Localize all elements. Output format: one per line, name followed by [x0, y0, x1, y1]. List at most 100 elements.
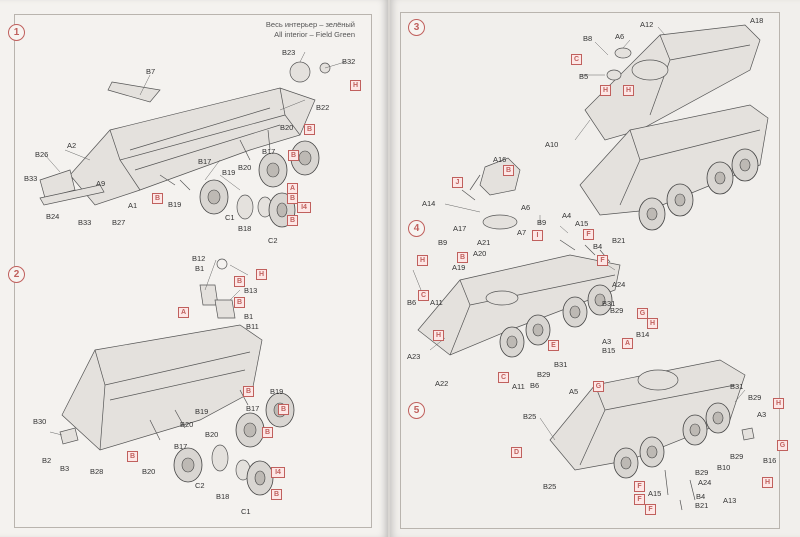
- part-label: B9: [537, 218, 547, 227]
- paint-tag: I4: [297, 202, 311, 213]
- part-label: A4: [562, 211, 572, 220]
- part-label: B18: [216, 492, 230, 501]
- part-label: A5: [569, 387, 579, 396]
- part-label: B22: [316, 103, 330, 112]
- part-label: B33: [78, 218, 92, 227]
- part-label: B3: [60, 464, 70, 473]
- part-label: A6: [521, 203, 531, 212]
- paint-tag: H: [256, 269, 267, 280]
- interior-color-note-en: All interior – Field Green: [274, 30, 355, 39]
- part-label: B17: [262, 147, 276, 156]
- part-label: B4: [696, 492, 706, 501]
- part-label: B27: [112, 218, 126, 227]
- paint-tag: H: [417, 255, 428, 266]
- paint-tag: B: [127, 451, 138, 462]
- part-label: B19: [270, 387, 284, 396]
- part-label: B19: [195, 407, 209, 416]
- part-label: B29: [537, 370, 551, 379]
- part-label: A21: [477, 238, 491, 247]
- part-label: B1: [244, 312, 254, 321]
- part-label: A11: [512, 382, 525, 391]
- paint-tag: J: [452, 177, 463, 188]
- part-label: B29: [748, 393, 762, 402]
- part-label: A22: [435, 379, 449, 388]
- part-label: B4: [593, 242, 603, 251]
- part-label: A14: [422, 199, 436, 208]
- part-label: A13: [723, 496, 737, 505]
- step-4-number: 4: [408, 220, 425, 237]
- part-label: B26: [35, 150, 49, 159]
- step-5-number: 5: [408, 402, 425, 419]
- part-label: B17: [174, 442, 188, 451]
- part-label: A20: [473, 249, 487, 258]
- part-label: A6: [615, 32, 625, 41]
- part-label: A11: [430, 298, 443, 307]
- part-label: A9: [96, 179, 106, 188]
- step-3-4-5-drawing: [412, 24, 769, 511]
- part-label: C2: [268, 236, 278, 245]
- part-label: B7: [146, 67, 156, 76]
- part-label: B6: [407, 298, 417, 307]
- paint-tag: D: [511, 447, 522, 458]
- part-label: B2: [42, 456, 52, 465]
- part-label: B5: [579, 72, 589, 81]
- paint-tag: B: [278, 404, 289, 415]
- paint-tag: F: [634, 494, 645, 505]
- step-2-number: 2: [8, 266, 25, 283]
- part-label: B17: [246, 404, 260, 413]
- paint-tag: B: [262, 427, 273, 438]
- part-label: B16: [763, 456, 777, 465]
- part-label: C1: [225, 213, 235, 222]
- part-label: B17: [198, 157, 212, 166]
- part-label: B19: [222, 168, 236, 177]
- paint-tag: B: [234, 276, 245, 287]
- paint-tag: F: [597, 255, 608, 266]
- part-label: A7: [517, 228, 527, 237]
- left-page: 1 2 Весь интерьер – зелёный All interior…: [0, 0, 388, 537]
- part-label: A17: [453, 224, 467, 233]
- paint-tag: H: [600, 85, 611, 96]
- paint-tag: B: [503, 165, 514, 176]
- part-label: A15: [575, 219, 589, 228]
- step-1-number: 1: [8, 24, 25, 41]
- part-label: B11: [246, 322, 259, 331]
- paint-tag: B: [287, 215, 298, 226]
- part-label: B6: [530, 381, 540, 390]
- paint-tag: I4: [271, 467, 285, 478]
- paint-tag: C: [571, 54, 582, 65]
- part-label: B29: [730, 452, 744, 461]
- paint-tag: F: [634, 481, 645, 492]
- part-label: A24: [698, 478, 712, 487]
- paint-tag: B: [152, 193, 163, 204]
- paint-tag: B: [304, 124, 315, 135]
- right-page: 3 4 5: [390, 0, 800, 537]
- paint-tag: F: [583, 229, 594, 240]
- paint-tag: H: [647, 318, 658, 329]
- paint-tag: B: [271, 489, 282, 500]
- paint-tag: B: [287, 193, 298, 204]
- step-3-number: 3: [408, 19, 425, 36]
- part-label: A2: [67, 141, 77, 150]
- part-label: A18: [750, 16, 764, 25]
- paint-tag: A: [178, 307, 189, 318]
- part-label: B31: [730, 382, 744, 391]
- part-label: B30: [33, 417, 47, 426]
- part-label: B21: [612, 236, 626, 245]
- part-label: B1: [195, 264, 205, 273]
- part-label: B25: [543, 482, 557, 491]
- part-label: B19: [168, 200, 182, 209]
- part-label: B31: [602, 299, 616, 308]
- paint-tag: H: [623, 85, 634, 96]
- part-label: A3: [757, 410, 767, 419]
- part-label: C1: [241, 507, 251, 516]
- part-label: B20: [238, 163, 252, 172]
- paint-tag: H: [433, 330, 444, 341]
- part-label: A23: [407, 352, 421, 361]
- part-label: A12: [640, 20, 654, 29]
- paint-tag: A: [622, 338, 633, 349]
- right-page-frame: [400, 12, 780, 529]
- part-label: B21: [695, 501, 709, 510]
- paint-tag: C: [418, 290, 429, 301]
- paint-tag: E: [548, 340, 559, 351]
- part-label: B29: [610, 306, 624, 315]
